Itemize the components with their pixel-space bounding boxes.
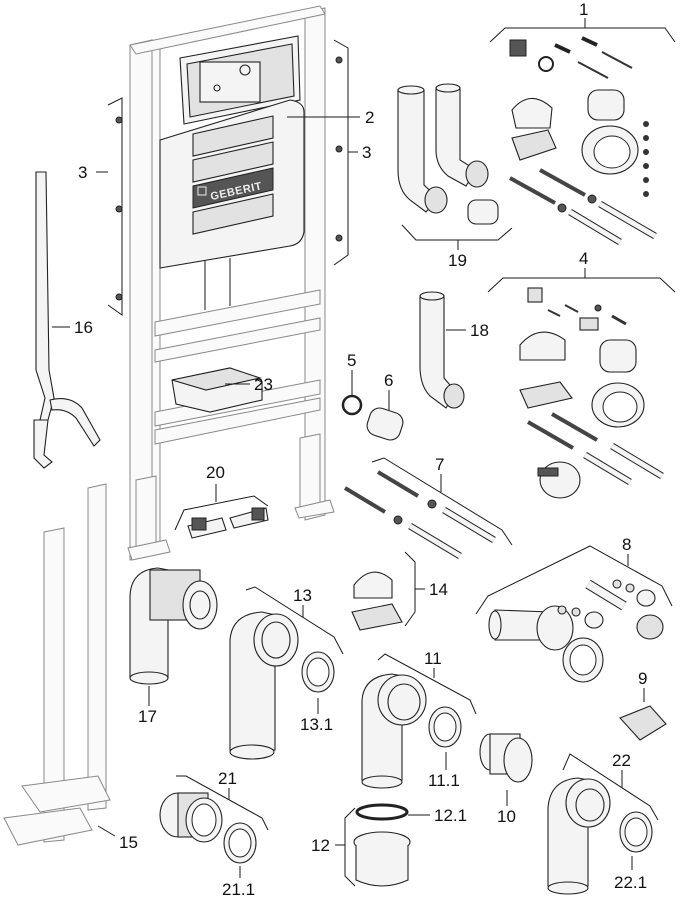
callout-18: 18 — [470, 321, 489, 340]
callout-4: 4 — [579, 249, 588, 268]
connection-bend-90 — [361, 673, 462, 789]
bracket-3-right — [333, 39, 349, 266]
connector-straight — [159, 792, 257, 864]
callout-21: 21 — [218, 769, 237, 788]
callout-11-1: 11.1 — [428, 771, 460, 790]
callout-22: 22 — [612, 751, 631, 770]
installation-frame — [127, 5, 335, 561]
flush-bend — [419, 291, 465, 409]
floor-stands — [3, 483, 111, 846]
feet-plates — [187, 507, 269, 539]
callout-2: 2 — [365, 108, 374, 127]
callout-7: 7 — [435, 455, 444, 474]
callout-10: 10 — [497, 807, 516, 826]
callout-23: 23 — [254, 375, 273, 394]
callout-20: 20 — [206, 463, 225, 482]
threaded-rods-set — [343, 470, 496, 560]
callout-1: 1 — [579, 0, 588, 19]
flexible-bend — [129, 567, 218, 685]
leader-lines — [52, 18, 676, 887]
flush-pipe — [33, 171, 101, 469]
control-module — [171, 367, 263, 413]
callout-5: 5 — [347, 351, 356, 370]
callout-21-1: 21.1 — [222, 880, 255, 899]
callout-11: 11 — [424, 649, 442, 668]
callout-15: 15 — [119, 833, 138, 852]
callout-9: 9 — [638, 669, 647, 688]
callout-19: 19 — [448, 251, 467, 270]
seal-ring — [341, 394, 363, 416]
callout-12-1: 12.1 — [434, 806, 467, 825]
bracket-3-left — [107, 97, 123, 316]
callout-14: 14 — [429, 580, 448, 599]
callout-13: 13 — [293, 586, 312, 605]
callout-8: 8 — [622, 535, 631, 554]
callout-16: 16 — [74, 318, 93, 337]
actuator-mechanism — [179, 35, 301, 125]
reducer-connector — [353, 803, 411, 887]
pipe-sleeve — [366, 407, 404, 441]
callout-13-1: 13.1 — [300, 715, 333, 734]
adapter-sleeve — [479, 733, 533, 783]
cistern-cover: GEBERIT — [159, 99, 305, 269]
callout-12: 12 — [311, 836, 330, 855]
callout-labels: 1 2 3 3 4 5 6 7 8 9 10 11 11.1 12 12.1 1… — [74, 0, 647, 899]
callout-6: 6 — [384, 371, 393, 390]
callout-3-left: 3 — [78, 163, 87, 182]
frame-screws — [115, 56, 343, 301]
callout-17: 17 — [138, 707, 157, 726]
callout-3-right: 3 — [362, 143, 371, 162]
connector-set — [488, 579, 664, 683]
connection-set — [519, 287, 664, 499]
connection-bend-short — [547, 777, 653, 895]
clip-part — [619, 705, 667, 741]
callout-22-1: 22.1 — [614, 873, 647, 892]
mounting-kit-fixings — [509, 36, 657, 246]
flush-pipe-set — [397, 83, 499, 225]
connection-bend-long — [229, 611, 335, 760]
pipe-clamp — [351, 571, 403, 631]
